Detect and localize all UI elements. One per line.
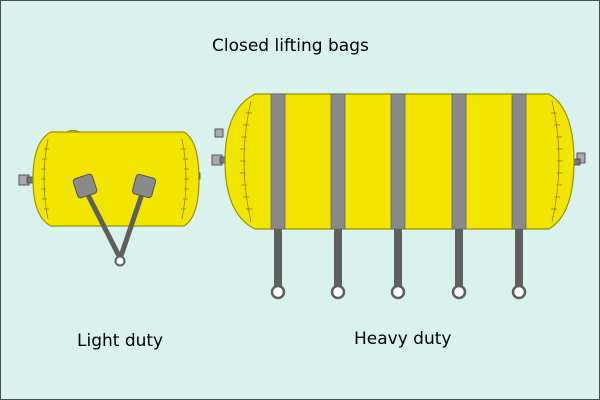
heavy-duty-seam-right <box>551 100 563 223</box>
heavy-duty-strap-1 <box>270 93 286 300</box>
heavy-duty-strap-5 <box>511 93 527 300</box>
heavy-duty-strap-3 <box>390 93 406 300</box>
heavy-duty-label: Heavy duty <box>354 329 452 349</box>
light-duty-seam-left <box>41 138 49 220</box>
light-duty-bag-body <box>32 131 200 227</box>
heavy-duty-strap-2 <box>330 93 346 300</box>
heavy-duty-seam-left <box>240 100 252 223</box>
heavy-duty-bag <box>211 93 586 300</box>
diagram-title: Closed lifting bags <box>212 36 369 56</box>
heavy-duty-end-valve-left <box>211 128 227 166</box>
light-duty-label: Light duty <box>77 331 164 351</box>
light-duty-bag <box>18 129 201 267</box>
light-duty-seam-right <box>181 138 189 220</box>
light-duty-sling <box>82 185 147 267</box>
light-duty-lifting-ring <box>114 255 126 267</box>
light-duty-attachment-pads <box>72 173 157 199</box>
heavy-duty-strap-4 <box>451 93 467 300</box>
